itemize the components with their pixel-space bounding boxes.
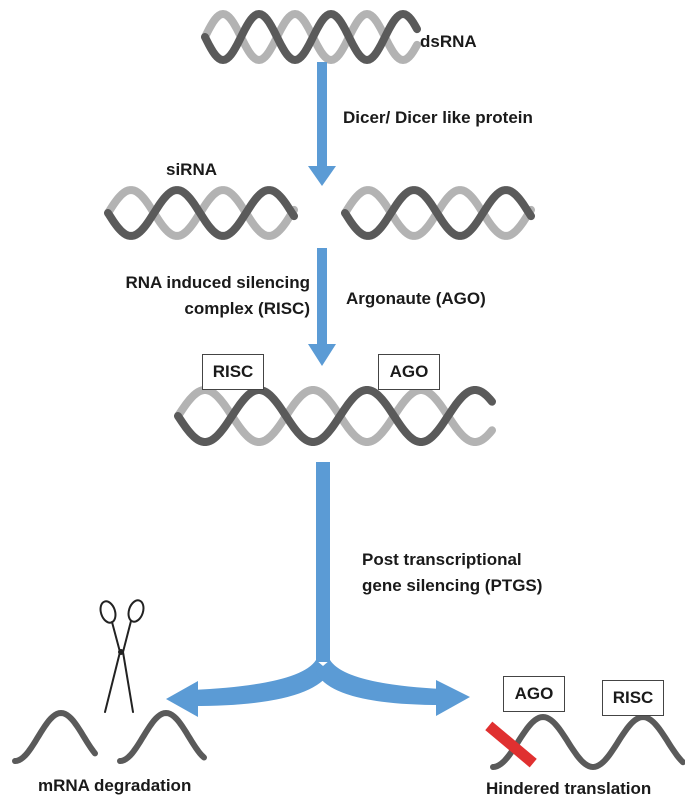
- arrow-risc-assembly: [308, 248, 336, 366]
- risc-box-bottom: RISC: [602, 680, 664, 716]
- block-bar: [485, 721, 537, 768]
- risc-loaded-rna-strand-dark: [174, 386, 496, 446]
- mrna-fragment-left: [12, 709, 98, 764]
- hindered-translation-label: Hindered translation: [486, 779, 652, 798]
- argonaute-label: Argonaute (AGO): [346, 289, 486, 308]
- risc-complex-label: RNA induced silencing complex (RISC): [125, 273, 310, 318]
- blocked-mrna: [490, 713, 685, 771]
- dicer-label: Dicer/ Dicer like protein: [343, 108, 533, 127]
- dsrna-label: dsRNA: [420, 32, 477, 51]
- ago-box-top: AGO: [378, 354, 440, 390]
- ago-box-bottom: AGO: [503, 676, 565, 712]
- arrow-dicer: [308, 62, 336, 186]
- mrna-degradation-label: mRNA degradation: [38, 776, 192, 795]
- risc-box-top: RISC: [202, 354, 264, 390]
- arrow-ptgs-branch: [166, 462, 470, 717]
- sirna-label: siRNA: [166, 160, 218, 179]
- sirna-left-strand-dark: [104, 186, 298, 240]
- ptgs-label: Post transcriptional gene silencing (PTG…: [362, 550, 543, 595]
- rna-strands: [12, 9, 685, 771]
- scissors-icon: [99, 599, 145, 713]
- sirna-right-strand-dark: [341, 186, 535, 240]
- dsrna-strand-dark: [201, 9, 421, 65]
- mrna-fragment-right: [117, 709, 207, 764]
